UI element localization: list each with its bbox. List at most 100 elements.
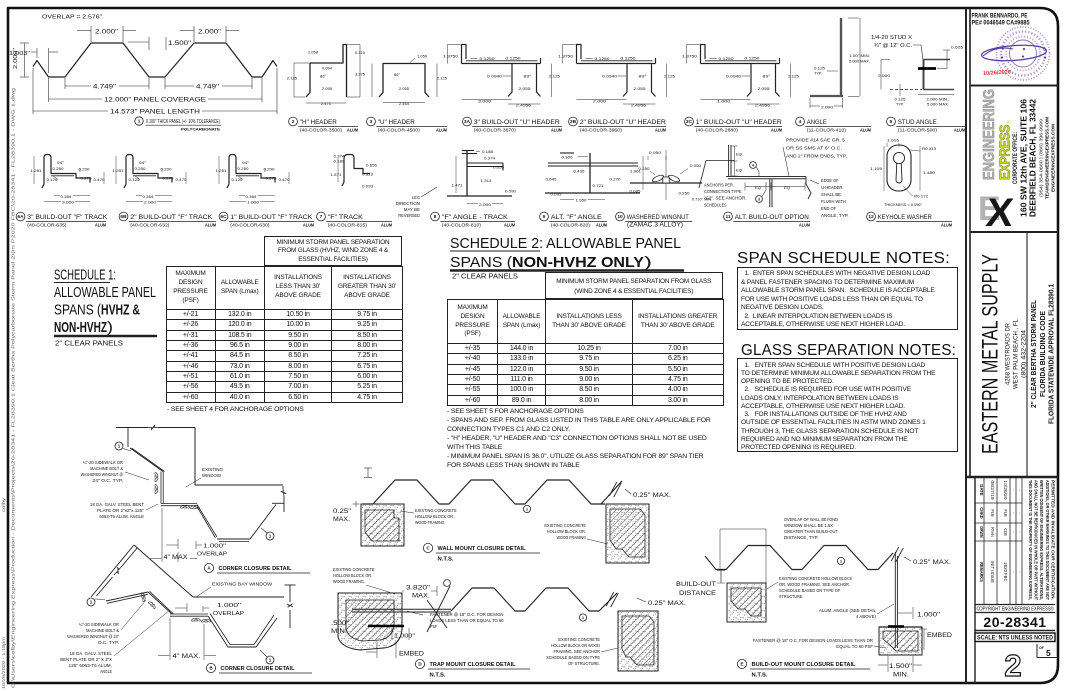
svg-text:5.000 MAX.: 5.000 MAX. [849,59,870,64]
svg-text:0.090: 0.090 [505,189,517,194]
svg-text:.125" 6063-T6 ALUM.: .125" 6063-T6 ALUM. [67,663,112,668]
svg-text:9: 9 [543,214,546,220]
svg-text:1.500": 1.500" [168,40,192,47]
svg-text:2.055: 2.055 [519,86,531,91]
svg-text:08/27/19: 08/27/19 [990,480,995,500]
svg-text:18 GA. GALV. STEEL BENT: 18 GA. GALV. STEEL BENT [90,502,144,507]
svg-text:(40-COLOR-3960): (40-COLOR-3960) [580,128,623,133]
svg-text:0.364: 0.364 [61,194,73,199]
svg-text:1" BUILD-OUT "F" TRACK: 1" BUILD-OUT "F" TRACK [230,214,312,221]
svg-text:0.0940: 0.0940 [602,74,618,79]
svg-text:EASTERN METAL SUPPLY: EASTERN METAL SUPPLY [978,254,1003,454]
svg-text:SHALL BE: SHALL BE [821,192,841,197]
svg-text:3A: 3A [464,119,471,125]
svg-text:WOOD FRAMING: WOOD FRAMING [557,535,587,540]
svg-text:FLUSH WITH: FLUSH WITH [821,199,846,204]
svg-text:86°: 86° [394,72,401,77]
svg-text:2.055: 2.055 [322,86,332,91]
svg-text:5.000 MAX.: 5.000 MAX. [927,102,949,107]
svg-text:"C2". SEE ANCHOR.: "C2". SEE ANCHOR. [704,196,747,201]
svg-text:R0.172: R0.172 [914,194,928,199]
svg-text:-: - [1012,531,1017,533]
svg-text:MAX.: MAX. [412,594,430,600]
svg-text:EQUAL TO 60 PSF: EQUAL TO 60 PSF [836,644,873,649]
svg-text:1.000": 1.000" [394,634,415,640]
svg-text:0.0940: 0.0940 [487,74,503,79]
svg-text:MIN.: MIN. [893,673,909,679]
svg-text:3.375: 3.375 [355,72,365,77]
svg-text:OR. WOOD FRAMING. SEE ANCHOR.: OR. WOOD FRAMING. SEE ANCHOR. [779,582,850,587]
svg-text:18 GA. GALV. STEEL: 18 GA. GALV. STEEL [70,651,113,656]
svg-text:CHKD: CHKD [979,507,984,518]
svg-text:0.200: 0.200 [264,167,276,172]
svg-text:1: 1 [138,119,141,124]
svg-text:"H" HEADER: "H" HEADER [300,119,337,126]
svg-text:0.1250: 0.1250 [719,56,735,61]
svg-text:(40-COLOR-635): (40-COLOR-635) [27,223,67,228]
svg-text:1.950: 1.950 [576,198,588,203]
svg-text:1.3750: 1.3750 [558,54,574,59]
svg-text:PLATE OR 2"x2"x.125": PLATE OR 2"x2"x.125" [97,508,144,513]
svg-text:1.00" MIN.: 1.00" MIN. [849,53,870,58]
svg-text:2.125: 2.125 [549,74,560,79]
svg-text:(40-COLOR-810): (40-COLOR-810) [442,223,482,228]
svg-text:4" MAX: 4" MAX [164,555,188,561]
svg-text:2.055: 2.055 [399,86,409,91]
svg-text:SPAN SCHEDULE NOTES:: SPAN SCHEDULE NOTES: [737,250,950,267]
svg-text:0.950: 0.950 [649,150,662,155]
svg-text:DRWN: DRWN [979,526,984,537]
svg-text:2" BUILD-OUT "U" HEADER: 2" BUILD-OUT "U" HEADER [580,119,666,126]
svg-text:1.251: 1.251 [216,168,227,173]
svg-text:CORPORATE OFFICE:: CORPORATE OFFICE: [1013,132,1019,184]
svg-text:1.3750: 1.3750 [682,54,698,59]
svg-text:89°: 89° [524,74,533,79]
svg-text:3.000: 3.000 [62,200,75,205]
svg-text:14.573" PANEL LENGTH: 14.573" PANEL LENGTH [110,108,200,115]
svg-text:HVHZ &: HVHZ & [101,302,140,319]
svg-text:STUD ANGLE: STUD ANGLE [898,119,937,126]
svg-text:PE# 0046549 CA#9885: PE# 0046549 CA#9885 [972,20,1030,27]
svg-text:END OF: END OF [821,206,836,211]
svg-text:1.003": 1.003" [9,51,30,57]
svg-text:BUILD-OUT MOUNT CLOSURE DETAIL: BUILD-OUT MOUNT CLOSURE DETAIL [752,662,856,668]
svg-text:C: C [426,546,430,551]
svg-text:0.250: 0.250 [238,166,250,171]
svg-text:1.000": 1.000" [217,603,241,609]
svg-text:0.050: 0.050 [690,163,702,168]
svg-text:1.251: 1.251 [113,168,124,173]
svg-text:1.251: 1.251 [31,168,42,173]
svg-text:FASTENER @ 18" O.C. FOR DESIGN: FASTENER @ 18" O.C. FOR DESIGN [430,612,504,617]
svg-text:MACHINE BOLT &: MACHINE BOLT & [86,628,119,633]
svg-text:"F" TRACK: "F" TRACK [328,214,363,221]
svg-text:0.250: 0.250 [679,191,691,196]
svg-text:ALUM: ALUM [381,223,392,228]
svg-text:ALUM: ALUM [954,128,965,133]
svg-text:1/4-20 STUD X: 1/4-20 STUD X [871,35,912,41]
svg-text:94°: 94° [242,160,250,165]
svg-text:20-28341: 20-28341 [983,614,1046,630]
svg-text:1.3750: 1.3750 [443,54,459,59]
svg-text:94°: 94° [57,160,65,165]
svg-text:REVERSED: REVERSED [398,213,420,218]
svg-text:(ZAMAC 3 ALLOY): (ZAMAC 3 ALLOY) [627,222,683,229]
svg-text:WOOD FRAMING.: WOOD FRAMING. [333,579,365,584]
svg-text:CONNECTION TYPE: CONNECTION TYPE [704,189,742,194]
svg-text:ALUM: ALUM [551,128,562,133]
svg-text:0.270: 0.270 [610,177,622,182]
svg-text:AND 2" FROM ENDS, TYP.: AND 2" FROM ENDS, TYP. [786,154,847,159]
svg-text:1.000: 1.000 [717,98,731,103]
svg-text:2: 2 [1004,648,1021,683]
svg-text:OR SS SMS AT 6" O.C.: OR SS SMS AT 6" O.C. [786,146,842,151]
svg-text:C:\Users\colby\Engineering Exp: C:\Users\colby\Engineering Express\Produ… [11,87,16,688]
svg-text:MAX.: MAX. [333,517,350,523]
svg-text:2.471: 2.471 [321,101,331,106]
svg-text:0.435: 0.435 [574,169,585,174]
svg-text:WINDOW: WINDOW [202,473,222,478]
svg-text:MIN.: MIN. [331,629,347,635]
svg-text:0.125: 0.125 [895,97,906,102]
svg-text:ANGLE: ANGLE [100,669,112,674]
svg-text:1: 1 [118,444,121,449]
svg-text:TYP.: TYP. [814,71,822,76]
svg-text:ALUM: ALUM [95,223,106,228]
svg-text:EQ: EQ [784,186,790,190]
